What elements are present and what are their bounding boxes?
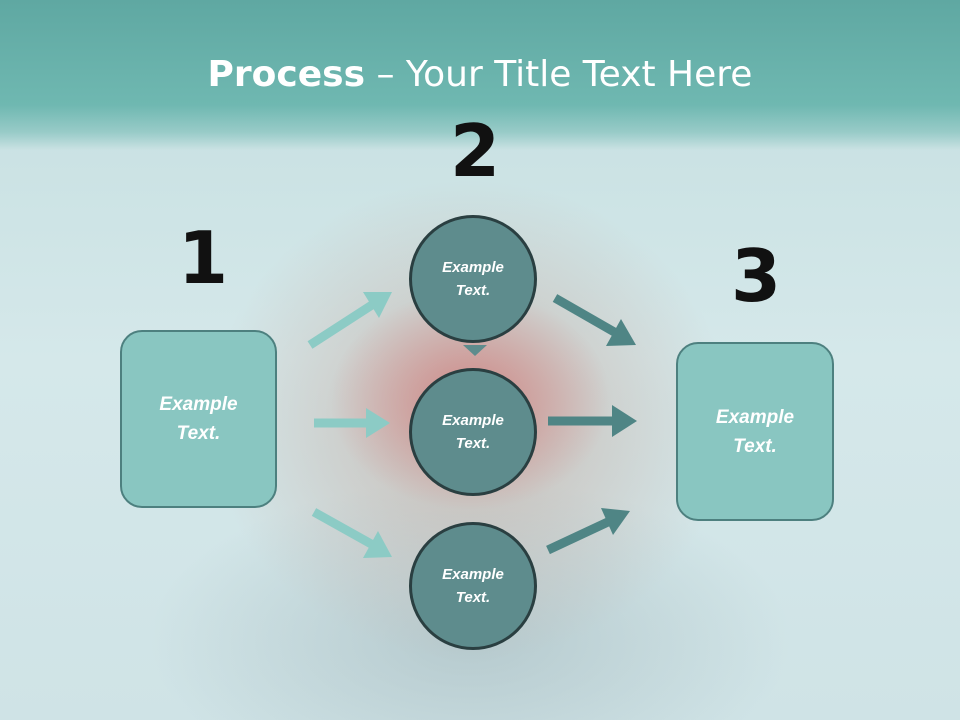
- arrow-1-to-bottom: [311, 508, 376, 549]
- circle-middle-text-line-1: Example: [442, 412, 504, 429]
- step-1-text-line-2: Text.: [176, 423, 221, 444]
- arrow-bottom-to-3: [546, 516, 612, 555]
- arrow-head-1-top: [363, 292, 392, 318]
- circle-bottom-text-line-2: Text.: [455, 589, 491, 606]
- circle-bottom: Example Text.: [409, 522, 537, 650]
- title-bold: Process: [207, 54, 366, 95]
- arrow-head-1-middle: [366, 408, 390, 438]
- top-circle-pointer: [463, 345, 487, 356]
- step-3-box: Example Text.: [676, 342, 834, 521]
- circle-top-text-line-2: Text.: [455, 282, 491, 299]
- arrow-head-middle-3: [612, 405, 637, 437]
- step-number-3: 3: [731, 234, 782, 318]
- circle-middle-text-line-2: Text.: [455, 435, 491, 452]
- step-1-text-line-1: Example: [159, 394, 238, 415]
- step-1-box: Example Text.: [120, 330, 277, 508]
- arrow-1-to-top: [307, 299, 378, 349]
- arrow-head-bottom-3: [601, 508, 630, 535]
- step-number-2: 2: [450, 109, 501, 193]
- step-3-text-line-2: Text.: [733, 435, 777, 457]
- step-number-1: 1: [178, 216, 229, 300]
- arrow-head-top-3: [606, 319, 636, 346]
- circle-top: Example Text.: [409, 215, 537, 343]
- title-banner: [0, 0, 960, 150]
- slide-title: Process – Your Title Text Here: [0, 54, 960, 95]
- arrow-head-1-bottom: [363, 531, 392, 558]
- arrow-top-to-3: [552, 294, 619, 337]
- circle-top-text-line-1: Example: [442, 259, 504, 276]
- title-rest: – Your Title Text Here: [365, 54, 753, 95]
- step-3-text-line-1: Example: [715, 406, 795, 428]
- circle-middle: Example Text.: [409, 368, 537, 496]
- circle-bottom-text-line-1: Example: [442, 566, 504, 583]
